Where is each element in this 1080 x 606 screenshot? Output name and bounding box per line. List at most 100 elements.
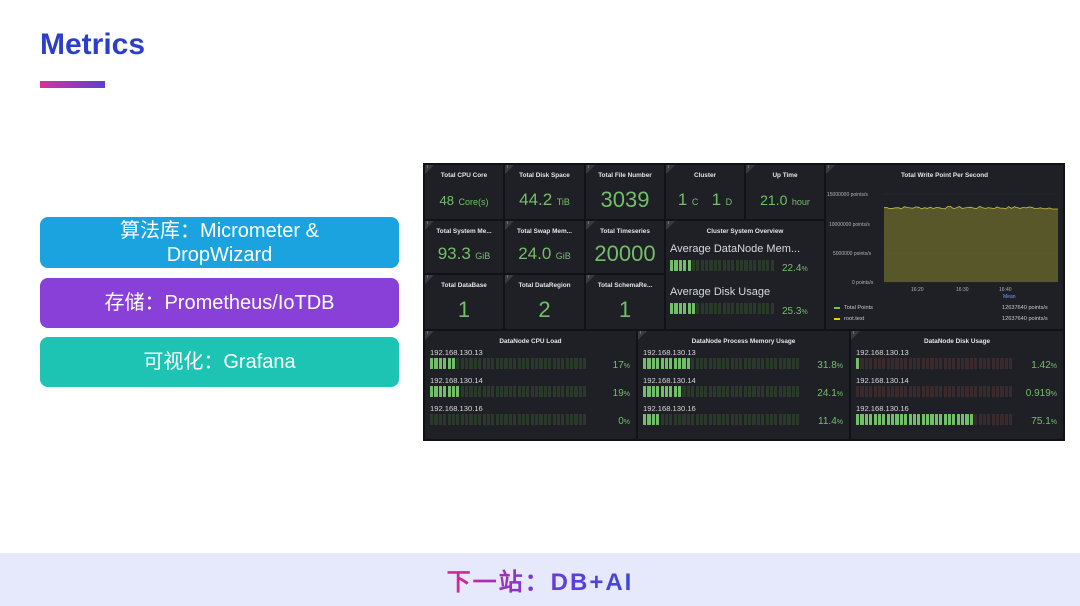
gauge-cell [565, 386, 569, 397]
gauge-cell [856, 358, 860, 369]
legend-item[interactable]: Total Points [834, 305, 873, 311]
panel-cluster-system-overview[interactable]: Cluster System Overview Average DataNode… [666, 221, 824, 329]
panel-total-database[interactable]: Total DataBase 1 [425, 275, 503, 329]
panel-datanode-disk-usage[interactable]: DataNode Disk Usage 192.168.130.131.42%1… [851, 331, 1063, 439]
write-chart-svg[interactable]: 15000000 points/s 10000000 points/s 5000… [826, 181, 1063, 311]
gauge-cell [491, 414, 495, 425]
gauge-cell [674, 260, 678, 271]
usage-value: 19% [613, 388, 630, 399]
panel-title: Total DataBase [441, 282, 487, 289]
panel-title: DataNode CPU Load [499, 338, 562, 345]
gauge-cell [899, 386, 903, 397]
gauge-cell [765, 386, 769, 397]
panel-title: Total Swap Mem... [517, 228, 572, 235]
info-icon[interactable] [666, 165, 675, 174]
gauge-cell [783, 414, 787, 425]
panel-total-dataregion[interactable]: Total DataRegion 2 [505, 275, 584, 329]
panel-total-write-point[interactable]: Total Write Point Per Second 15000000 po… [826, 165, 1063, 329]
panel-cluster[interactable]: Cluster 1 C 1 D [666, 165, 744, 219]
gauge-cell [434, 386, 438, 397]
gauge-cell [943, 386, 947, 397]
gauge-cell [939, 414, 943, 425]
gauge-cell [430, 358, 434, 369]
pct-unit: % [801, 266, 808, 273]
panel-total-swap-memory[interactable]: Total Swap Mem... 24.0 GiB [505, 221, 584, 273]
gauge-cell [705, 260, 709, 271]
panel-total-schema-region[interactable]: Total SchemaRe... 1 [586, 275, 664, 329]
info-icon[interactable] [505, 165, 514, 174]
gauge-cell [996, 414, 1000, 425]
gauge-cell [451, 414, 456, 425]
gauge-cell [1009, 414, 1013, 425]
info-icon[interactable] [505, 221, 514, 230]
gauge-cell [504, 358, 508, 369]
info-icon[interactable] [586, 221, 595, 230]
info-icon[interactable] [746, 165, 755, 174]
host-label: 192.168.130.13 [643, 348, 696, 357]
host-label: 192.168.130.16 [643, 404, 696, 413]
gauge-cell [756, 386, 760, 397]
panel-total-disk-space[interactable]: Total Disk Space 44.2 TiB [505, 165, 584, 219]
panel-datanode-memory-usage[interactable]: DataNode Process Memory Usage 192.168.13… [638, 331, 849, 439]
gauge-cell [753, 303, 757, 314]
gauge-cell [570, 414, 574, 425]
gauge-cell [882, 414, 886, 425]
gauge-cell [513, 358, 517, 369]
info-icon[interactable] [425, 165, 434, 174]
gauge-cell [722, 303, 726, 314]
gauge-cell [752, 386, 756, 397]
gauge-cell [656, 414, 660, 425]
panel-datanode-cpu-load[interactable]: DataNode CPU Load 192.168.130.1317%192.1… [425, 331, 636, 439]
gauge-cell [682, 386, 686, 397]
gauge-cell [744, 303, 748, 314]
panel-title: Up Time [772, 172, 798, 179]
gauge-cell [660, 358, 664, 369]
info-icon[interactable] [826, 165, 835, 174]
gauge-cell [574, 358, 578, 369]
gauge-cell [700, 303, 704, 314]
info-icon[interactable] [586, 275, 595, 284]
gauge-cell [713, 358, 717, 369]
gauge-cell [753, 260, 757, 271]
gauge-cell [864, 386, 868, 397]
gauge-cell [974, 386, 978, 397]
avg-disk-usage-gauge [670, 303, 775, 314]
gauge-cell [526, 414, 530, 425]
gauge-cell [739, 358, 743, 369]
stat-number: 2 [538, 297, 551, 322]
stat-value: 21.0 hour [746, 192, 824, 210]
panel-total-timeseries[interactable]: Total Timeseries 20000 [586, 221, 664, 273]
panel-total-cpu-core[interactable]: Total CPU Core 48 Core(s) [425, 165, 503, 219]
pill-visualization: 可视化：Grafana [40, 337, 399, 387]
gauge-cell [895, 386, 899, 397]
gauge-cell [548, 358, 552, 369]
info-icon[interactable] [586, 165, 595, 174]
panel-up-time[interactable]: Up Time 21.0 hour [746, 165, 824, 219]
info-icon[interactable] [638, 331, 647, 340]
gauge-cell [565, 414, 569, 425]
gauge-cell [726, 386, 730, 397]
gauge-cell [726, 414, 730, 425]
gauge-cell [535, 386, 539, 397]
info-icon[interactable] [425, 275, 434, 284]
info-icon[interactable] [425, 221, 434, 230]
host-label: 192.168.130.13 [856, 348, 909, 357]
gauge-cell [743, 386, 747, 397]
gauge-cell [1009, 358, 1013, 369]
info-icon[interactable] [425, 331, 434, 340]
info-icon[interactable] [505, 275, 514, 284]
gauge-cell [987, 414, 991, 425]
host-label: 192.168.130.14 [643, 376, 696, 385]
legend-item[interactable]: root.test [834, 316, 864, 322]
stat-value: 1 C 1 D [666, 190, 744, 210]
gauge-cell [651, 358, 655, 369]
info-icon[interactable] [666, 221, 675, 230]
gauge-cell [743, 414, 747, 425]
panel-total-system-memory[interactable]: Total System Me... 93.3 GiB [425, 221, 503, 273]
gauge-cell [730, 414, 734, 425]
gauge-cell [704, 358, 708, 369]
gauge-cell [552, 386, 556, 397]
panel-title: Total System Me... [436, 228, 492, 235]
panel-total-file-number[interactable]: Total File Number 3039 [586, 165, 664, 219]
info-icon[interactable] [851, 331, 860, 340]
